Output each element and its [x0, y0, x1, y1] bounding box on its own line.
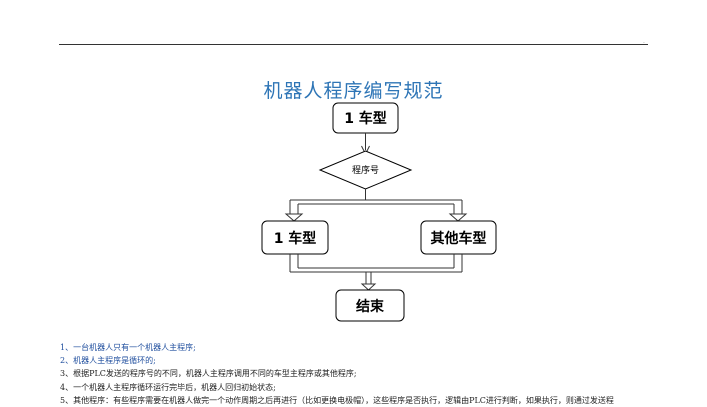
- corner-mark: .: [643, 38, 645, 45]
- branch-left-label: 1 车型: [274, 230, 317, 247]
- arrowhead-right: [448, 213, 468, 222]
- note-item: 5、其他程序：有些程序需要在机器人做完一个动作周期之后再进行（比如更换电极帽），…: [60, 395, 614, 405]
- note-item: 4、一个机器人主程序循环运行完毕后，机器人回归初始状态;: [60, 382, 276, 392]
- notes-list: 1、一台机器人只有一个机器人主程序; 2、机器人主程序是循环的; 3、根据PLC…: [60, 341, 700, 407]
- end-box-label: 结束: [356, 298, 385, 315]
- note-item: 3、根据PLC发送的程序号的不同，机器人主程序调用不同的车型主程序或其他程序;: [60, 369, 357, 379]
- end-box: [335, 289, 405, 322]
- branch-right-box: [420, 220, 497, 255]
- arrowhead-left: [284, 213, 304, 222]
- arrowhead-end: [360, 283, 377, 291]
- decision-label: 程序号: [352, 164, 379, 176]
- flowchart: 1 车型 程序号 1 车型 其他车型 结束: [261, 102, 497, 322]
- note-item: 2、机器人主程序是循环的;: [60, 356, 156, 366]
- document-title: 机器人程序编写规范: [263, 80, 444, 102]
- header-rule: [59, 44, 648, 45]
- branch-left-box: [261, 220, 329, 255]
- note-item: 1、一台机器人只有一个机器人主程序;: [60, 343, 196, 352]
- start-box-label: 1 车型: [344, 110, 387, 127]
- branch-right-label: 其他车型: [431, 230, 487, 247]
